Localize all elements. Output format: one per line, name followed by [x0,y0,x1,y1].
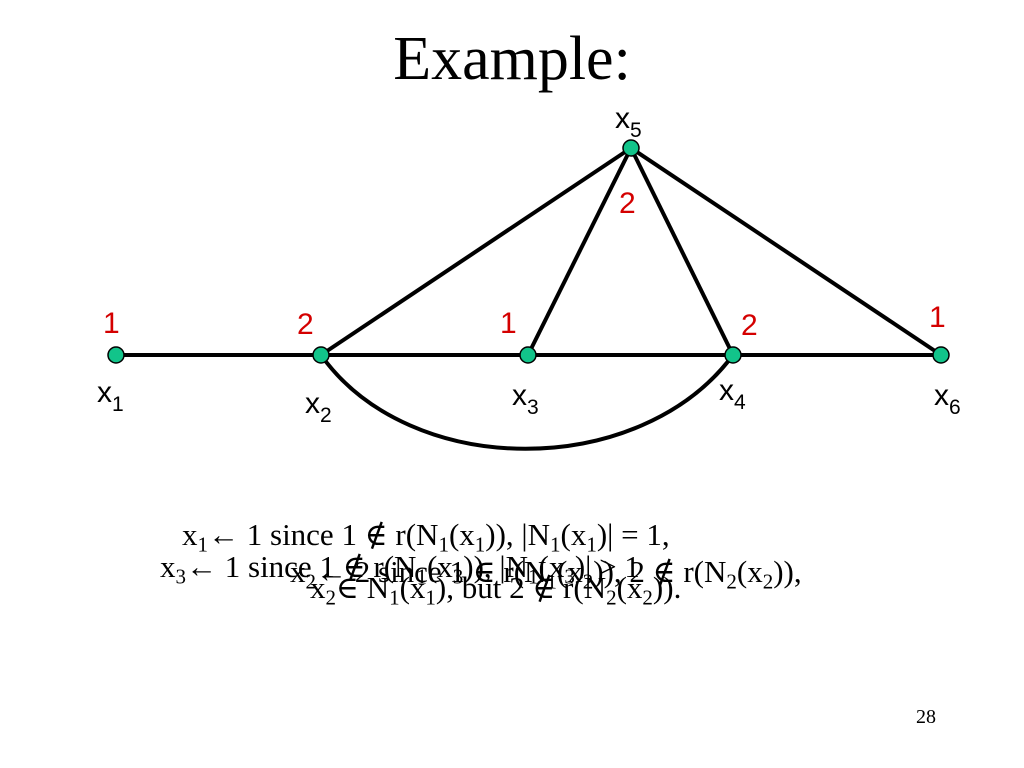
node-label-x2: x2 [305,387,332,427]
node-x4 [724,346,742,364]
edge-x3-x5 [526,147,633,356]
weight-label-x3: 1 [500,307,517,340]
caption-line-3: x2← 2 since 1 ∈ r(N1(x2)), 2 ∉ r(N2(x2))… [290,554,802,594]
edge-x5-x6 [629,146,943,357]
weight-label-x4: 2 [741,309,758,342]
node-label-x6: x6 [934,379,961,419]
node-label-x5: x5 [615,102,642,142]
weight-label-x1: 1 [103,307,120,340]
node-label-x3: x3 [512,379,539,419]
node-x6 [932,346,950,364]
page-number: 28 [916,706,936,728]
edge-x2-x5 [319,146,633,357]
node-x5 [622,139,640,157]
weight-label-x2: 2 [297,308,314,341]
slide-title: Example: [393,25,631,93]
caption-line-4: x2∈ N1(x1), but 2 ∉ r(N2(x2)). [310,570,682,610]
node-x1 [107,346,125,364]
node-x3 [519,346,537,364]
weight-label-x5: 2 [619,187,636,220]
node-label-x4: x4 [719,374,746,414]
weight-label-x6: 1 [929,301,946,334]
caption-line-1: x1← 1 since 1 ∉ r(N1(x1)), |N1(x1)| = 1, [182,517,670,557]
caption-line-2: x3← 1 since 1 ∉ r(N1(x3)), |N1(x3)| > 1 [160,549,640,589]
node-x2 [312,346,330,364]
edge-x2-x4 [319,353,735,451]
node-label-x1: x1 [97,376,124,416]
edge-x4-x5 [629,147,735,356]
